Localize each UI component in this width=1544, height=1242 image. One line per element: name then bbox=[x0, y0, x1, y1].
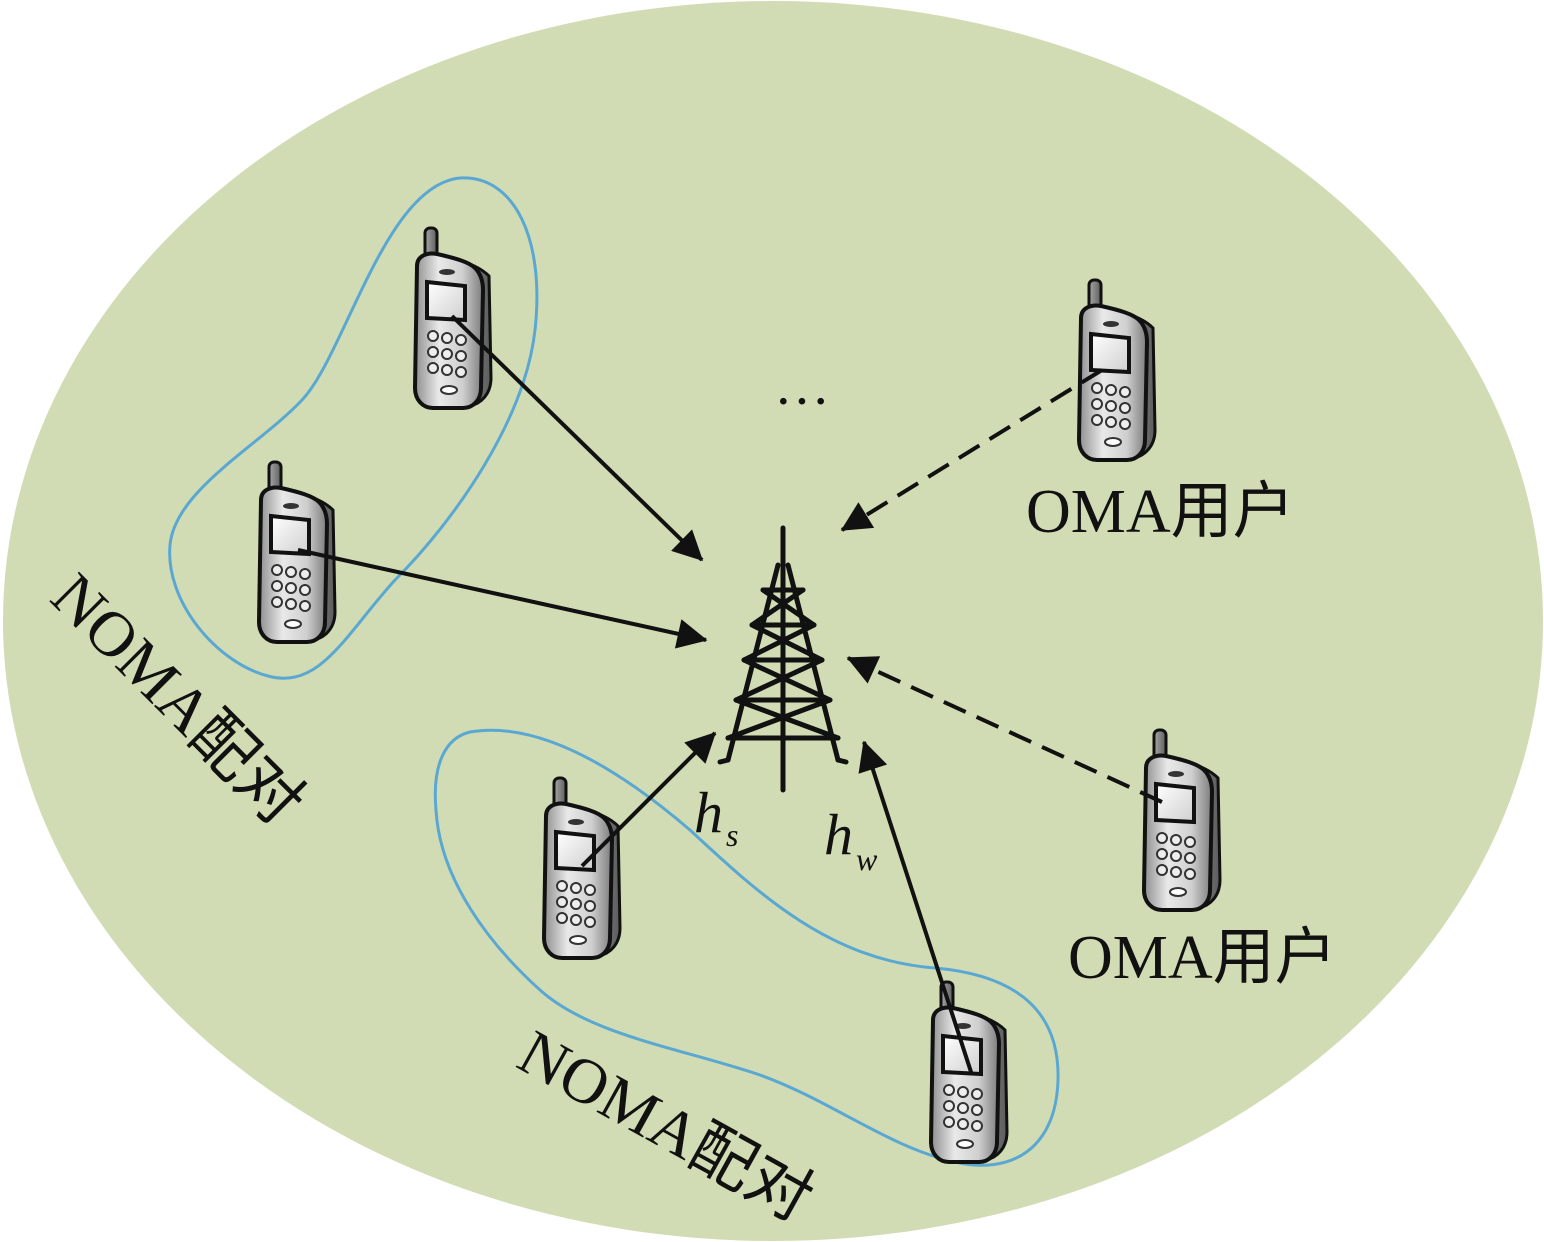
uplink-arrow bbox=[297, 548, 708, 649]
oma-user-label-top: OMA用户 bbox=[1026, 478, 1295, 546]
oma-uplink-arrows bbox=[840, 368, 1163, 804]
channel-subscript-w: w bbox=[856, 841, 878, 877]
channel-label-strong: h s bbox=[694, 780, 738, 853]
channel-subscript-s: s bbox=[726, 817, 738, 853]
ellipsis-label: ··· bbox=[774, 371, 830, 433]
noma-group-outline-bottom bbox=[433, 728, 1060, 1167]
noma-group-outline-left bbox=[168, 176, 539, 680]
oma-user-label-bottom: OMA用户 bbox=[1068, 924, 1337, 992]
channel-h-weak: h bbox=[824, 802, 853, 867]
uplink-arrow-dashed bbox=[840, 368, 1104, 532]
uplink-arrow bbox=[580, 731, 717, 868]
noma-uplink-arrows bbox=[297, 314, 974, 1076]
channel-h-strong: h bbox=[694, 780, 723, 845]
cell-tower-icon bbox=[717, 525, 849, 793]
uplink-arrow bbox=[450, 314, 704, 562]
uplink-arrow-dashed bbox=[846, 656, 1163, 804]
channel-label-weak: h w bbox=[824, 802, 878, 877]
uplink-arrow bbox=[858, 740, 974, 1076]
cell-coverage-area bbox=[3, 1, 1543, 1241]
